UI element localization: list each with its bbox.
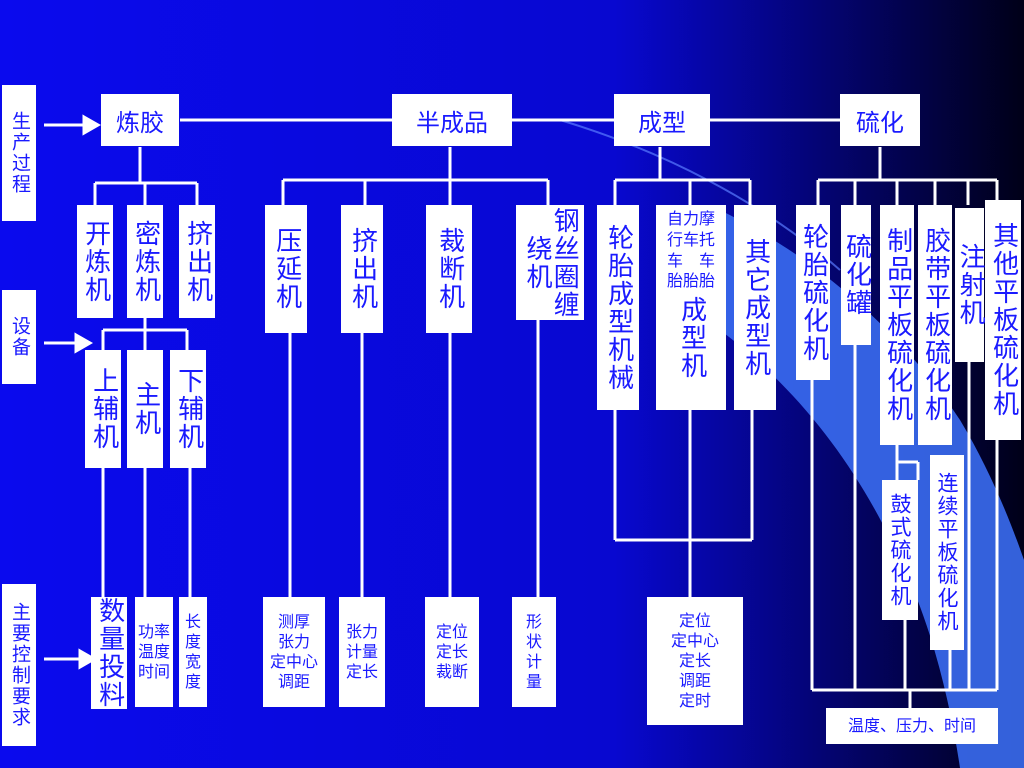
equip-lower-aux: 下辅机: [170, 350, 206, 468]
control-forming: 定位 定中心 定长 调距 定时: [647, 597, 743, 725]
stage-semi-finished: 半成品: [392, 94, 512, 146]
stage-curing: 硫化: [840, 94, 920, 146]
control-power-temp-time: 功率 温度 时间: [135, 597, 173, 707]
control-calender: 测厚 张力 定中心 调距: [263, 597, 325, 707]
equip-injection-machine: 注射机: [955, 208, 985, 362]
equip-tire-curing-press: 轮胎硫化机: [796, 205, 830, 380]
equip-calender: 压延机: [265, 205, 307, 333]
equip-continuous-plate-press: 连续平板硫化机: [930, 455, 964, 650]
equip-bead-winder: 钢丝圈缠绕机: [516, 205, 584, 320]
small-tire-forming-label: 成型机: [676, 296, 707, 381]
equip-product-plate-press: 制品平板硫化机: [880, 205, 914, 445]
equip-other-forming: 其它成型机: [734, 205, 776, 410]
control-length-width: 长度 宽度: [179, 597, 207, 707]
equip-main-machine: 主机: [127, 350, 163, 468]
equip-drum-curing: 鼓式硫化机: [882, 480, 918, 620]
control-bead-shape: 形 状 计 量: [512, 597, 556, 707]
control-cutter: 定位 定长 裁断: [425, 597, 479, 707]
stage-mixing: 炼胶: [101, 94, 179, 146]
control-curing: 温度、压力、时间: [826, 708, 998, 744]
equip-tire-building: 轮胎成型机械: [597, 205, 639, 410]
label-equipment: 设备: [2, 290, 36, 384]
small-tire-types: 自力摩 行车托 车 车 胎胎胎: [666, 209, 715, 291]
equip-semi-extruder: 挤出机: [341, 205, 383, 333]
equip-internal-mixer: 密炼机: [127, 205, 163, 318]
control-feed-quantity: 数量投料: [91, 597, 127, 709]
equip-other-plate-press: 其他平板硫化机: [985, 200, 1021, 440]
label-production-process: 生产过程: [2, 85, 36, 221]
equip-upper-aux: 上辅机: [85, 350, 121, 468]
equip-mixing-extruder: 挤出机: [179, 205, 215, 318]
equip-cutter: 裁断机: [426, 205, 472, 333]
equip-belt-plate-press: 胶带平板硫化机: [918, 205, 952, 445]
equip-small-tire-forming: 自力摩 行车托 车 车 胎胎胎 成型机: [656, 205, 726, 410]
stage-forming: 成型: [614, 94, 710, 146]
equip-autoclave: 硫化罐: [841, 205, 872, 345]
label-main-control: 主要控制要求: [2, 584, 36, 746]
control-extruder: 张力 计量 定长: [339, 597, 385, 707]
equip-open-mill: 开炼机: [77, 205, 113, 318]
